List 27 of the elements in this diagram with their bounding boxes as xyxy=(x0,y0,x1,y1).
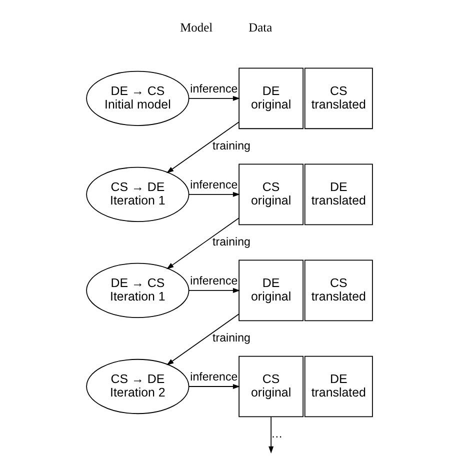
node-box: CS translated xyxy=(304,260,372,322)
node-box: CS original xyxy=(238,164,304,226)
node-box: DE original xyxy=(238,260,304,322)
arrow xyxy=(188,288,240,293)
edge-label: training xyxy=(212,236,250,248)
label: Data xyxy=(248,20,272,34)
node-box: CS original xyxy=(238,356,304,418)
node-box: DE original xyxy=(238,68,304,130)
arrow xyxy=(166,314,239,366)
node-box: DE translated xyxy=(304,356,372,418)
node-ellipse: DE → CS Initial model xyxy=(86,70,189,126)
arrow xyxy=(188,192,240,197)
edge-label: inference xyxy=(190,372,238,384)
arrow xyxy=(166,122,239,174)
edge-label: inference xyxy=(190,180,238,192)
edge-label: training xyxy=(212,332,250,345)
label: Model xyxy=(180,20,212,34)
arrow xyxy=(268,416,274,454)
edge-label: inference xyxy=(190,84,238,96)
node-box: CS translated xyxy=(304,68,372,130)
node-box: DE translated xyxy=(304,164,372,226)
arrow xyxy=(188,384,240,389)
edge-label: inference xyxy=(190,276,238,288)
arrow xyxy=(188,96,240,101)
edge-label: … xyxy=(270,428,282,441)
arrow xyxy=(166,218,239,270)
edge-label: training xyxy=(212,140,250,152)
